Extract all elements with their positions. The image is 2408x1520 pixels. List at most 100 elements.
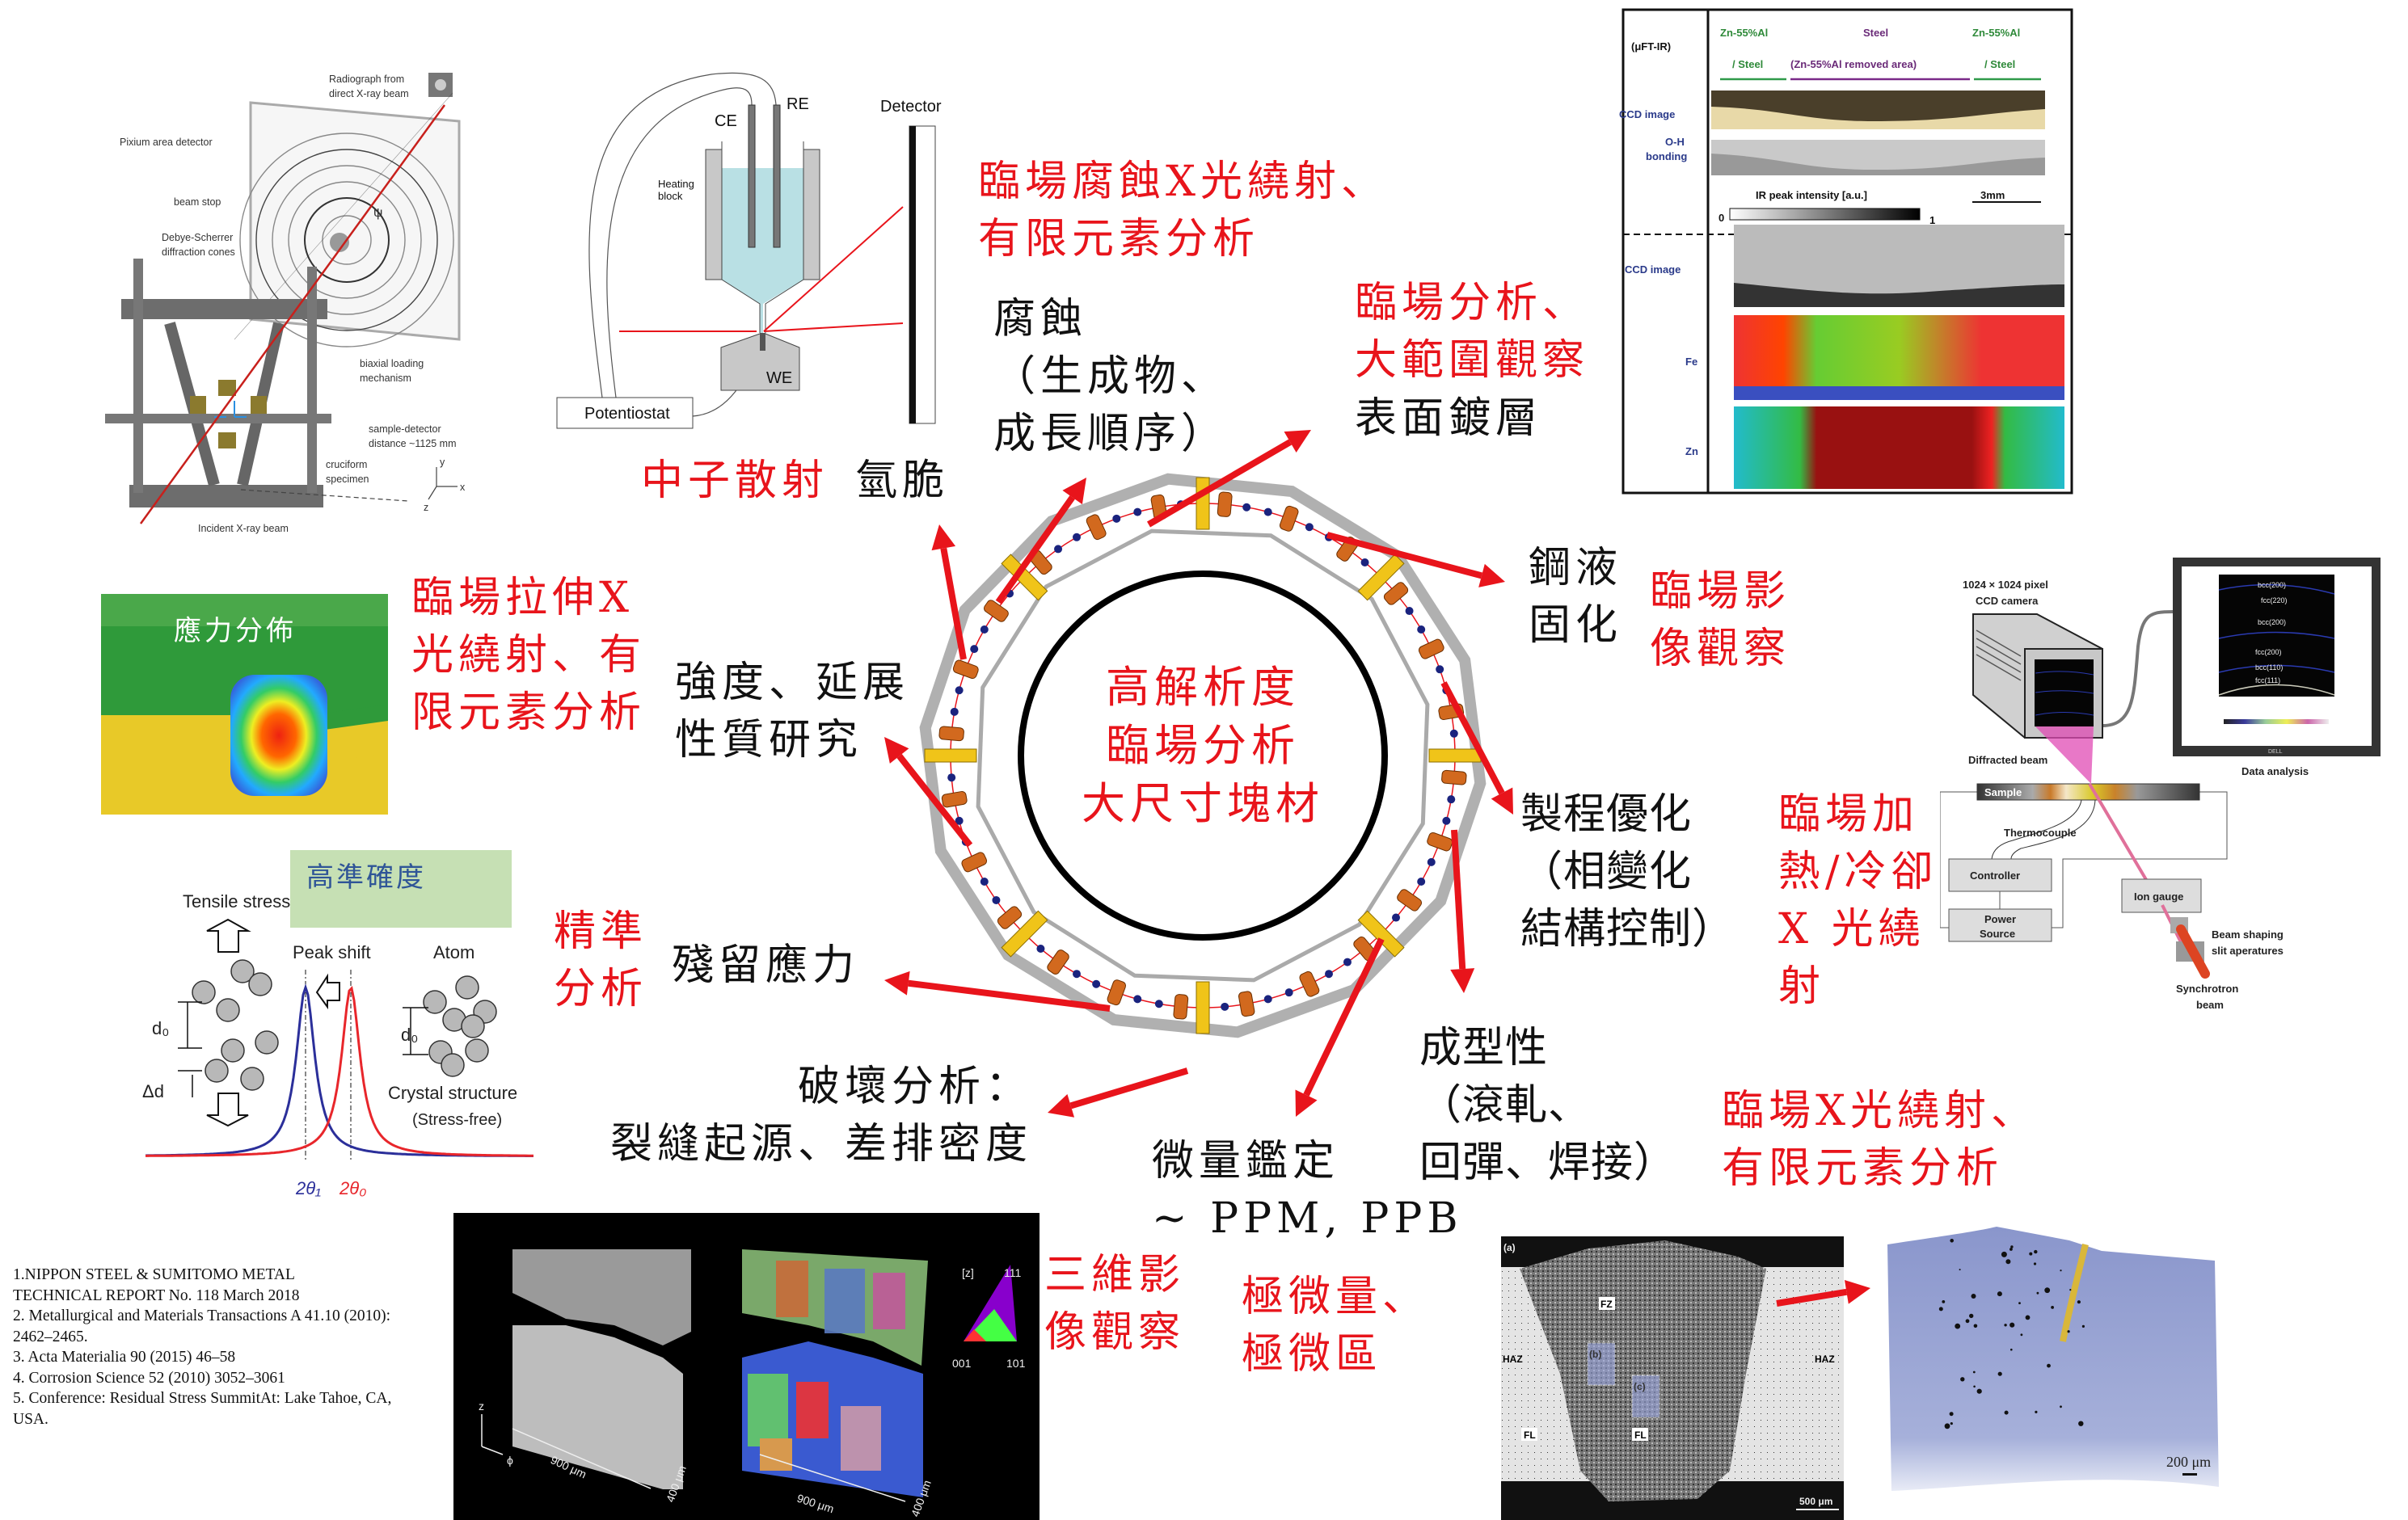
camera-label: 1024 × 1024 pixel [1963, 579, 2048, 591]
center-line-3: 大尺寸塊材 [1082, 778, 1324, 829]
d0-right-label: d₀ [401, 1025, 418, 1045]
pore-mark [2060, 1269, 2062, 1272]
quadrupole-magnet [1442, 816, 1451, 825]
distance-label-2: distance ~1125 mm [369, 438, 457, 449]
slits-label: Beam shaping [2212, 928, 2284, 941]
neutron-topic: 氫脆 [855, 457, 950, 505]
ipf-axis-label: [z] [962, 1266, 974, 1279]
storage-ring [1018, 571, 1388, 941]
tensile-method-line: 臨場拉伸X [411, 574, 635, 622]
delta-d-label: Δd [142, 1081, 164, 1101]
red-arrow [931, 524, 967, 660]
red-arrow [1295, 937, 1385, 1117]
pore-mark [2036, 1291, 2039, 1295]
tomography-figure: 200 μm [1875, 1226, 2382, 1505]
oh-label-2: bonding [1646, 150, 1687, 162]
ccd-label: CCD image [1619, 108, 1675, 120]
specimen-label-2: specimen [326, 474, 369, 485]
solidify-method-line: 臨場影 [1650, 567, 1791, 616]
stress-hotspot [230, 675, 327, 796]
pore-mark [1972, 1371, 1976, 1374]
fracture-topic: 破壞分析：裂縫起源、差排密度 [610, 1059, 1032, 1173]
crystal-structure-label: Crystal structure [388, 1083, 517, 1103]
ion-gauge-label: Ion gauge [2134, 891, 2183, 903]
red-arrow [1048, 1067, 1189, 1118]
accuracy-label: 高準確度 [306, 861, 426, 894]
quadrupole-magnet [1343, 958, 1352, 966]
quadrupole-magnet [955, 816, 964, 825]
quadrupole-magnet [1417, 878, 1426, 886]
center-title: 高解析度 臨場分析 大尺寸塊材 [1041, 659, 1364, 833]
atom-sphere [441, 1053, 465, 1077]
quadrupole-magnet [1073, 533, 1081, 541]
insertion-device [1196, 981, 1210, 1034]
tensile-topic-line: 性質研究 [675, 716, 863, 764]
diffracted-beam-label: Diffracted beam [1968, 754, 2047, 766]
reference-line: 1.NIPPON STEEL & SUMITOMO METAL [13, 1266, 295, 1283]
atom-sphere [205, 1059, 229, 1083]
reference-line: 3. Acta Materialia 90 (2015) 46–58 [13, 1349, 236, 1366]
micro-method: 極微量、極微區 [1242, 1269, 1429, 1383]
tensile-method-line: 限元素分析 [411, 688, 647, 737]
quadrupole-magnet [980, 625, 989, 634]
pore-mark [1959, 1269, 1961, 1271]
pore-mark [2078, 1421, 2084, 1426]
pore-mark [2009, 1322, 2015, 1328]
scale-label: 3mm [1980, 189, 2005, 201]
process-topic-line: 結構控制） [1520, 905, 1735, 954]
reference-line: 5. Conference: Residual Stress SummitAt:… [13, 1390, 392, 1407]
dipole-magnet [1397, 889, 1422, 912]
axis-x-label: x [460, 482, 466, 493]
diffraction-peak-label: fcc(220) [2261, 596, 2288, 604]
pore-mark [1950, 1239, 1954, 1243]
quadrupole-magnet [1436, 665, 1444, 674]
corrosion-topic-line: 成長順序） [993, 410, 1229, 458]
red-arrow [1326, 532, 1505, 587]
quadrupole-magnet [1360, 558, 1369, 566]
pore-mark [2060, 1405, 2062, 1408]
pore-mark [1969, 1313, 1974, 1319]
insertion-device [1001, 910, 1048, 958]
controller-label: Controller [1970, 869, 2020, 882]
pore-mark [1944, 1423, 1950, 1429]
micro-method-line: 極微區 [1242, 1330, 1383, 1379]
corrosion-method-line: 有限元素分析 [978, 215, 1260, 263]
insertion-device [1357, 910, 1405, 958]
red-arrow [1450, 829, 1475, 993]
ftir-method-label: (μFT-IR) [1631, 40, 1671, 53]
quadrupole-magnet [950, 707, 959, 716]
quadrupole-magnet [1427, 857, 1436, 866]
pore-mark [1965, 1319, 1970, 1324]
weld-micrograph-figure: (a) FZ HAZ HAZ FL FL (b) (c) 500 μm [1501, 1236, 1844, 1520]
process-topic: 製程優化（相變化結構控制） [1520, 786, 1735, 958]
peak-shift-label: Peak shift [293, 942, 371, 962]
tensile-topic: 強度、延展性質研究 [675, 655, 909, 769]
specimen-label: cruciform [326, 459, 367, 470]
atom-sphere [248, 972, 272, 996]
ftir-figure: (μFT-IR) Zn-55%Al Steel Zn-55%Al / Steel… [1619, 6, 2076, 496]
pore-mark [2010, 1245, 2014, 1248]
forming-topic: 成型性（滾軋、回彈、焊接） [1419, 1020, 1676, 1192]
ipf-111: 111 [1004, 1266, 1021, 1279]
atom-sphere [465, 1038, 489, 1063]
cones-label: Debye-Scherrer [162, 232, 233, 243]
pore-mark [1973, 1385, 1976, 1388]
quadrupole-magnet [1284, 988, 1293, 997]
forming-method-line: 臨場X光繞射、 [1722, 1087, 2039, 1135]
atom-sphere [461, 1014, 485, 1038]
imaging3d-method: 三維影像觀察 [1044, 1247, 1185, 1362]
process-method-line: X 光繞 [1778, 905, 1925, 954]
dipole-magnet [1086, 514, 1107, 541]
theta0-label: 2θ₀ [339, 1178, 366, 1198]
atom-sphere [423, 990, 447, 1014]
loading-label: biaxial loading [360, 358, 424, 369]
monitor-brand: DELL [2268, 749, 2283, 755]
quadrupole-magnet [1073, 970, 1081, 979]
quadrupole-magnet [1392, 913, 1401, 922]
residual-method-line: 分析 [554, 965, 648, 1013]
reference-line: TECHNICAL REPORT No. 118 March 2018 [13, 1286, 300, 1304]
tensile-stress-label: Tensile stress [183, 891, 290, 912]
pore-mark [2018, 1302, 2021, 1304]
pore-mark [2005, 1259, 2011, 1265]
dipole-magnet [1427, 832, 1453, 852]
